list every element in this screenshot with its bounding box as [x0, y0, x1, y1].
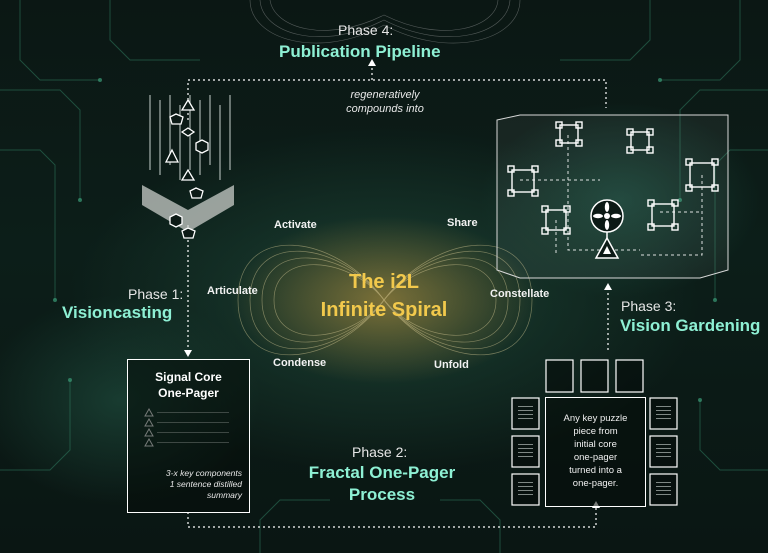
phase2-name-line2: Process	[348, 485, 416, 504]
connector-caption-line1: regeneratively	[350, 89, 420, 101]
center-title: The i2L Infinite Spiral	[284, 268, 484, 324]
loop-label-activate: Activate	[274, 219, 317, 231]
puzzle-line4: one-pager	[573, 452, 618, 463]
loop-label-unfold: Unfold	[434, 359, 469, 371]
central-infinity-loop	[237, 244, 533, 356]
center-title-line1: The i2L	[348, 271, 419, 293]
phase2-name-line1: Fractal One-Pager	[308, 463, 456, 482]
phase1-label: Phase 1:	[128, 286, 184, 302]
signal-core-title-line1: Signal Core	[155, 370, 222, 384]
phase4-label: Phase 4:	[338, 22, 394, 38]
connector-caption-line2: compounds into	[346, 103, 424, 115]
signal-core-caption-line2: 1 sentence distilled	[169, 479, 242, 489]
connector-caption: regeneratively compounds into	[330, 88, 440, 116]
loop-label-articulate: Articulate	[207, 285, 258, 297]
puzzle-line6: one-pager.	[572, 478, 619, 489]
phase1-name: Visioncasting	[62, 303, 173, 322]
puzzle-piece-card: Any key puzzle piece from initial core o…	[545, 397, 646, 507]
loop-label-share: Share	[447, 217, 478, 229]
phase3-name: Vision Gardening	[620, 316, 761, 335]
puzzle-line1: Any key puzzle	[563, 413, 628, 424]
loop-label-condense: Condense	[273, 357, 327, 369]
signal-core-caption-line3: summary	[207, 490, 242, 500]
signal-core-title-line2: One-Pager	[158, 386, 219, 400]
phase2-name: Fractal One-Pager Process	[290, 462, 474, 506]
loop-label-constellate: Constellate	[490, 288, 550, 300]
center-title-line2: Infinite Spiral	[320, 299, 448, 321]
puzzle-line5: turned into a	[569, 465, 622, 476]
phase4-name: Publication Pipeline	[279, 42, 441, 61]
signal-core-caption-line1: 3-x key components	[165, 468, 242, 478]
signal-core-card: Signal Core One-Pager 3-x key components…	[127, 359, 250, 513]
phase3-label: Phase 3:	[621, 298, 677, 314]
visioncasting-funnel-icon	[142, 95, 234, 239]
top-infinity-loop	[249, 0, 521, 44]
signal-core-card-caption: 3-x key components 1 sentence distilled …	[128, 468, 242, 501]
circuit-nodes	[53, 78, 717, 402]
fractal-one-pager-tiles	[511, 359, 678, 506]
puzzle-line2: piece from	[573, 426, 618, 437]
puzzle-line3: initial core	[574, 439, 617, 450]
vision-garden-panel	[496, 114, 729, 279]
signal-core-card-title: Signal Core One-Pager	[128, 369, 249, 401]
phase2-label: Phase 2:	[352, 444, 408, 460]
puzzle-piece-card-text: Any key puzzle piece from initial core o…	[546, 412, 645, 490]
